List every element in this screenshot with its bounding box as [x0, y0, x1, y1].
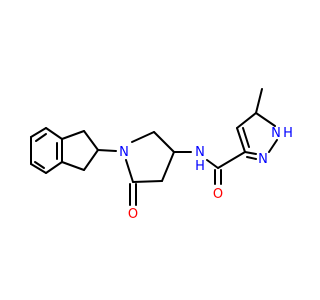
bond-benzene-2 — [45, 127, 63, 140]
bond-cyclopentane-3 — [83, 149, 99, 171]
bond-carbonyl-pyrazole — [217, 151, 246, 169]
bond-pyrazole-c4-c5 — [236, 112, 257, 129]
bond-pyrrolidine-c5-c4 — [153, 131, 175, 153]
bond-pyrazole-c3-c4 — [236, 127, 246, 153]
bond-cyclopentane-2 — [83, 130, 99, 151]
atom-nh-pyrazole: N — [271, 126, 281, 141]
bond-benzene-inner-3 — [34, 161, 45, 169]
bond-pyrrolidine-c2-n — [125, 159, 134, 183]
background — [0, 0, 300, 300]
atom-o-lactam: O — [128, 207, 138, 222]
bond-pyrrolidine-c3-c2 — [132, 180, 163, 183]
bond-methyl — [255, 88, 263, 114]
bond-pyrrolidine-n-c5 — [131, 131, 155, 143]
atom-h-pyrazole: H — [283, 126, 293, 141]
bond-cyclopentane-4 — [61, 161, 85, 171]
atom-labels: N O N H O N N H — [119, 126, 293, 222]
bond-pyrazole-c3-n2-double — [246, 156, 257, 160]
bond-pyrazole-c3-n2 — [244, 151, 257, 155]
bond-benzene-inner-1 — [35, 133, 47, 142]
structure-canvas: N O N H O N N H — [0, 0, 300, 300]
atom-n-pyrazole: N — [258, 152, 268, 167]
atom-o-amide: O — [213, 187, 223, 202]
bond-pyrrolidine-c4-c3 — [161, 151, 175, 182]
bond-indane-n — [97, 149, 117, 152]
bond-pyrazole-c3-c4-double — [242, 127, 250, 148]
atom-n-pyrrolidine: N — [119, 145, 129, 160]
molecule-drawing: N O N H O N N H — [0, 0, 300, 300]
atom-n-amide: N — [195, 145, 205, 160]
bond-amide-n-c — [206, 159, 219, 169]
bond-benzene-1 — [30, 127, 47, 138]
bond-cyclopentane-1 — [61, 130, 85, 140]
atom-h-amide: H — [195, 159, 205, 174]
bond-benzene-5 — [30, 163, 47, 174]
bonds — [30, 88, 278, 206]
bond-pyrazole-c5-n1 — [255, 112, 276, 127]
bond-benzene-4 — [45, 161, 63, 174]
bond-pyrazole-n1-n2 — [268, 139, 278, 153]
